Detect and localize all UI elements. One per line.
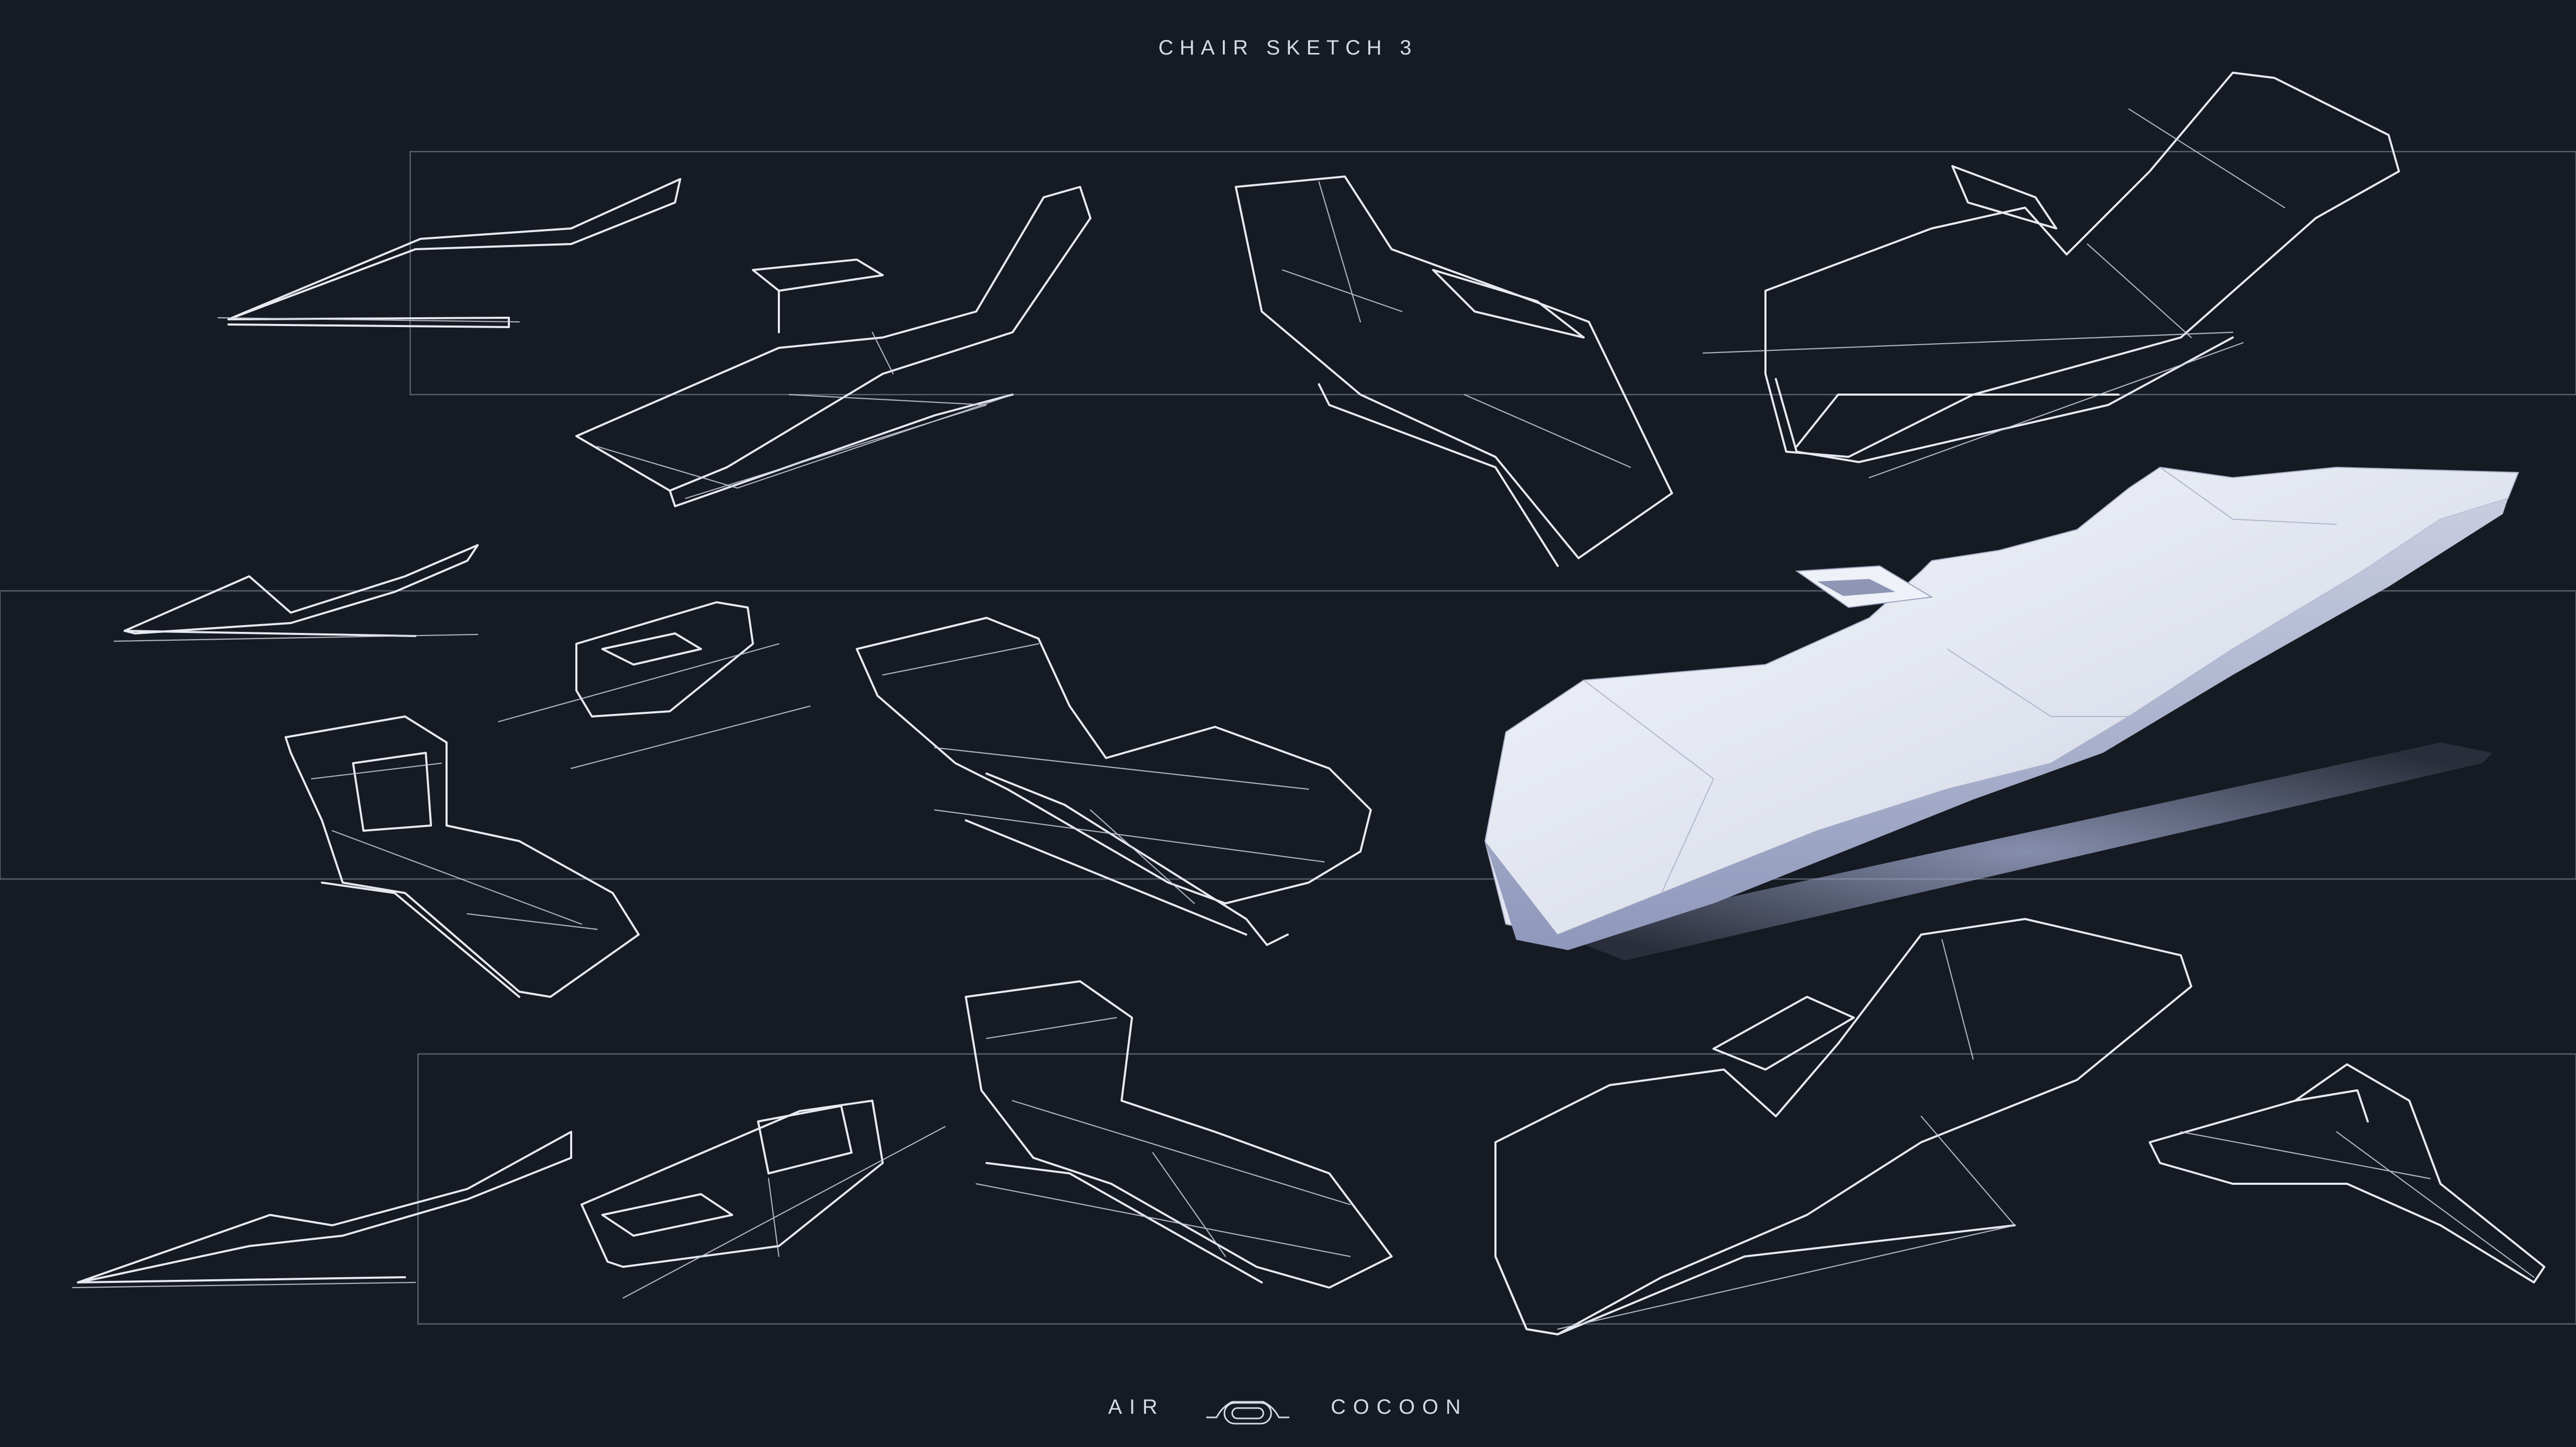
- chair-sketch-perspective-6: [965, 980, 1393, 1289]
- guide-frame-top: [409, 151, 2576, 396]
- chair-sketch-side-profile-2: [113, 544, 479, 642]
- guide-frame-bottom: [417, 1053, 2576, 1325]
- brand-word-cocoon: COCOON: [1330, 1395, 1468, 1418]
- chair-sketch-side-profile-1: [217, 178, 681, 328]
- chair-sketch-side-profile-3: [72, 1131, 572, 1289]
- brand-footer: AIR COCOON: [0, 1381, 2576, 1433]
- chair-sketch-armrest-detail: [497, 601, 811, 769]
- chair-sketch-perspective-3: [1702, 72, 2400, 479]
- brand-word-air: AIR: [1108, 1395, 1165, 1418]
- chair-sketch-armrest-detail-2: [581, 1100, 946, 1299]
- cocoon-logo-icon: [1206, 1401, 1289, 1425]
- chair-sketch-perspective-4: [285, 715, 640, 998]
- chair-sketch-perspective-5: [856, 617, 1372, 946]
- page-title: CHAIR SKETCH 3: [1158, 36, 1418, 59]
- chair-render-3d: [1484, 466, 2519, 961]
- chair-sketch-perspective-2: [1235, 175, 1673, 567]
- chair-sketch-perspective-8: [2149, 1063, 2545, 1283]
- chair-sketch-perspective-1: [575, 186, 1091, 507]
- chair-sketch-perspective-7: [1494, 918, 2192, 1335]
- guide-frame-middle: [0, 590, 2576, 880]
